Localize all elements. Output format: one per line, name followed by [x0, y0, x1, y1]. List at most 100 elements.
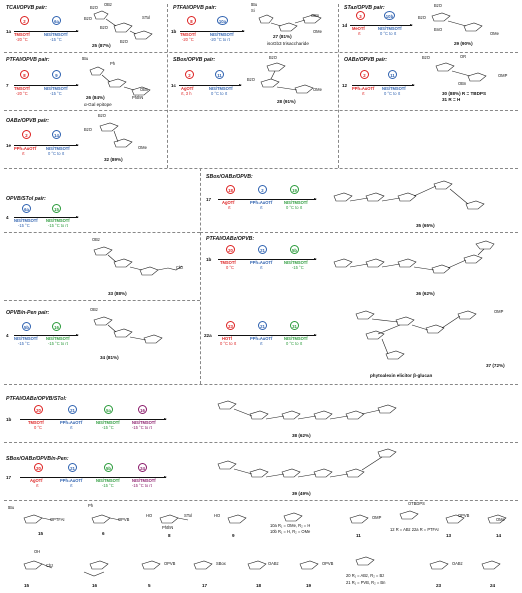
conditions: -15 °C [102, 483, 114, 488]
reagent-circle: 21 [258, 321, 267, 330]
substituent-label: OMe [313, 87, 322, 92]
conditions: NIS/TMSOTf [284, 260, 308, 265]
panel-phytoalexin: 22a 23 21 31 HOTf 0 °C to rt PPh₃AuOTf r… [200, 302, 520, 384]
reagent-circle: 8 [20, 70, 29, 79]
substituent-label: OPVB [322, 561, 334, 566]
conditions: PPh₃AuOTf [250, 260, 273, 265]
reagent-circle: 3 [356, 11, 365, 20]
substituent-label: STol [184, 513, 192, 518]
conditions: 0 °C to rt [211, 91, 228, 96]
panel-title: PTFAI/OPVB pair: [173, 5, 217, 11]
reaction-arrow [350, 23, 413, 26]
conditions: NIS/TMSOTf [284, 336, 308, 341]
start-compound: 4 [6, 215, 9, 220]
reagent-circle: 20 [226, 245, 235, 254]
reagent-circle: 10b [384, 11, 395, 20]
substituent-label: BzO [422, 55, 430, 60]
building-block-id: 10b R₁ = H, R₂ = OMe [270, 529, 311, 534]
product-label: 33 (88%) [108, 291, 127, 296]
product-structure [89, 66, 151, 96]
substituent-label: OH [34, 549, 41, 554]
start-compound: 4 [6, 333, 9, 338]
substituent-label: OBn [140, 87, 149, 92]
conditions: TMSOTf [28, 420, 44, 425]
conditions: -15 °C [50, 37, 62, 42]
panel-staz-opvb: STaz/OPVB pair: 1d 3 10b MeOTf rt NIS/TM… [338, 0, 520, 52]
conditions: rt [228, 205, 231, 210]
conditions: HOTf [222, 336, 233, 341]
reagent-circle: 2 [258, 185, 267, 194]
building-block-structure [445, 514, 465, 524]
separator [4, 232, 200, 233]
building-block-id: 9 [232, 533, 235, 538]
reagent-circle: 20 [34, 463, 43, 472]
product-structure [435, 62, 487, 82]
conditions: MeOTf [352, 26, 365, 31]
substituent-label: OPVB [118, 517, 130, 522]
building-block-id: 5 [148, 583, 151, 588]
conditions: rt [260, 265, 263, 270]
reagent-circle: 11 [215, 70, 224, 79]
panel-sbox-oabz-opvb-npen: SBox/OABz/OPVB/n-Pen: 17 20 21 5b 24 AgO… [0, 442, 522, 500]
conditions: NIS/TMSOTf [96, 420, 120, 425]
reaction-arrow [218, 257, 317, 260]
product-structure [333, 240, 495, 274]
conditions: NIS/TMSOTf [210, 32, 234, 37]
substituent-label: OMe [496, 517, 505, 522]
conditions: -20 °C [16, 37, 28, 42]
building-block-id: 20 R₁ = ABz, R₂ = Bz [346, 573, 385, 578]
conditions: TMSOTf [220, 260, 236, 265]
separator [167, 4, 168, 168]
substituent-label: OABz [268, 561, 279, 566]
conditions: rt [70, 483, 73, 488]
substituent-label: HO [146, 513, 153, 518]
start-compound: 1c [171, 83, 177, 88]
product-label: 27 (81%) [273, 34, 292, 39]
building-block-id: 15 [24, 583, 30, 588]
building-block-structure [83, 560, 109, 577]
substituent-label: OMP [372, 515, 382, 520]
product-label: 34 (81%) [100, 355, 119, 360]
conditions: NIS/TMSOTf [209, 86, 233, 91]
reagent-circle: 15 [52, 204, 61, 213]
reagent-circle: 2 [22, 130, 31, 139]
substituent-label: OPVB [458, 513, 470, 518]
product-structure [93, 246, 183, 276]
building-blocks: tBu OPTFAI 15 Ph OPVB 6 HO STol PhthN 8 … [0, 500, 522, 593]
reagent-circle: 9 [52, 70, 61, 79]
conditions: 0 °C to rt [220, 341, 237, 346]
substituent-label: PhthN [132, 95, 144, 100]
reaction-arrow [179, 83, 242, 86]
conditions: NIS/TMSOTf [14, 218, 38, 223]
reaction-arrow [14, 333, 79, 336]
conditions: PPh₃AuOTf [250, 200, 273, 205]
separator [4, 168, 518, 169]
start-compound: 12 [342, 83, 348, 88]
substituent-label: OBn [458, 81, 467, 86]
product-label: 25 (87%) [92, 43, 111, 48]
conditions: 0 °C to rt [286, 205, 303, 210]
start-compound: 1b [171, 29, 177, 34]
conditions: AgOTf [222, 200, 235, 205]
reagent-circle: 2 [20, 16, 29, 25]
separator [4, 500, 518, 501]
reagent-circle: 21 [258, 245, 267, 254]
substituent-label: OBn [311, 13, 320, 18]
start-compound: 1b [6, 417, 12, 422]
reaction-arrow [20, 475, 167, 478]
product-structure [217, 400, 397, 420]
conditions: -15 °C [292, 265, 304, 270]
substituent-label: BzO [100, 25, 108, 30]
substituent-label: Ph [110, 61, 116, 66]
start-compound: 1a [6, 29, 12, 34]
building-block-structure [227, 514, 247, 524]
substituent-label: tBu [82, 56, 89, 61]
panel-ptfai-oabz-opvb-stol: PTFAI/OABz/OPVB/STol: 1b 20 21 5a 16 TMS… [0, 384, 522, 442]
product-label: 35 (65%) [416, 223, 435, 228]
conditions: PPh₃AuOTf [352, 86, 375, 91]
building-block-structure [23, 560, 53, 570]
product-structure [355, 310, 477, 360]
conditions: -15 °C to rt [48, 223, 68, 228]
conditions: PPh₃AuOTf [60, 478, 83, 483]
conditions: TMSOTf [14, 32, 30, 37]
